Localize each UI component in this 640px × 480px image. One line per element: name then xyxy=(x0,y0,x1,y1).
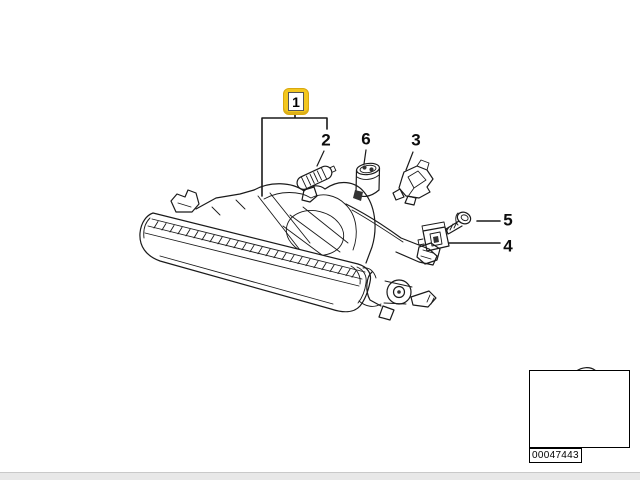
callout-badge-1-label: 1 xyxy=(288,92,304,111)
bulb-drawing xyxy=(296,165,337,190)
callout-number-2[interactable]: 2 xyxy=(321,130,331,150)
callout-number-3[interactable]: 3 xyxy=(411,130,421,150)
fog-light-assembly-drawing xyxy=(139,182,441,321)
footer-strip xyxy=(0,472,640,480)
callout-badge-1[interactable]: 1 xyxy=(283,88,309,115)
car-location-inset xyxy=(529,370,630,448)
callout-number-4[interactable]: 4 xyxy=(503,236,513,256)
holder-bracket-drawing xyxy=(392,159,434,206)
callout-lines xyxy=(261,112,501,244)
callout-number-6[interactable]: 6 xyxy=(361,129,371,149)
callout-number-5[interactable]: 5 xyxy=(503,210,513,230)
image-id-label: 00047443 xyxy=(529,448,582,463)
screw-drawing xyxy=(445,211,472,235)
bulb-socket-drawing xyxy=(353,162,381,201)
clip-nut-drawing xyxy=(417,221,450,252)
